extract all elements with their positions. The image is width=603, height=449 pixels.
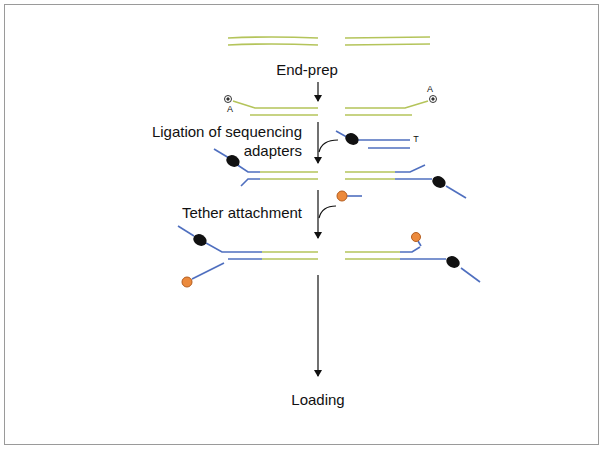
step-label: End-prep	[262, 60, 352, 79]
step-label: Tether attachment	[130, 203, 302, 222]
step-arrow	[317, 275, 318, 376]
step-label: Loading	[268, 390, 368, 409]
end-prepped-dna	[233, 101, 428, 115]
motor-protein	[224, 153, 242, 170]
input-curve	[319, 206, 336, 218]
tethered-dna	[262, 252, 400, 259]
ligated-dna	[260, 172, 395, 179]
motor-protein	[343, 131, 361, 148]
adapter-strands	[178, 226, 480, 282]
motor-protein	[191, 232, 209, 249]
tether-strand	[347, 195, 362, 197]
tether-bead	[337, 191, 347, 201]
tether-bead	[182, 277, 192, 287]
phosphate-symbol	[225, 96, 437, 103]
step-arrow	[317, 190, 318, 238]
base-letter: A	[224, 103, 236, 116]
dna-fragments	[228, 37, 430, 45]
input-curve	[319, 140, 338, 152]
step-arrow	[317, 122, 318, 163]
base-letter: T	[410, 133, 422, 146]
step-label: Ligation of sequencing adapters	[110, 122, 302, 160]
sequencing-adapter	[336, 131, 410, 148]
motor-protein	[430, 174, 448, 191]
tether-bead	[412, 233, 421, 242]
step-arrow	[317, 82, 318, 101]
base-letter: A	[424, 83, 436, 96]
motor-protein	[444, 254, 462, 271]
frame	[5, 5, 599, 445]
